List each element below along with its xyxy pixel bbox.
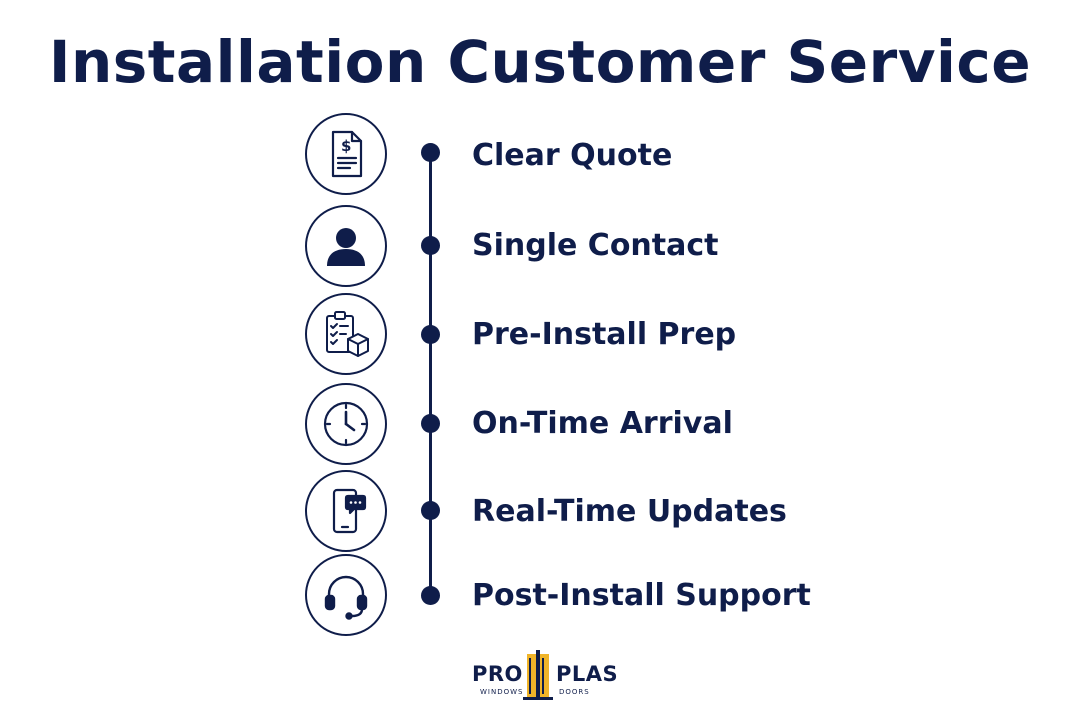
step-label-on-time-arrival: On-Time Arrival (472, 406, 733, 441)
clock-icon (305, 383, 387, 465)
timeline-dot-post-install-support (421, 586, 440, 605)
logo-sub-windows: WINDOWS (480, 688, 524, 696)
timeline-dot-single-contact (421, 236, 440, 255)
step-label-real-time-updates: Real-Time Updates (472, 494, 787, 529)
phone-message-icon (305, 470, 387, 552)
step-label-clear-quote: Clear Quote (472, 138, 673, 173)
timeline-dot-pre-install-prep (421, 325, 440, 344)
svg-text:$: $ (341, 137, 351, 155)
pro-plas-logo: PRO PLAS WINDOWS DOORS (470, 648, 618, 704)
clipboard-checklist-icon (305, 293, 387, 375)
step-label-single-contact: Single Contact (472, 228, 719, 263)
logo-building-icon (523, 650, 553, 700)
timeline-dot-clear-quote (421, 143, 440, 162)
logo-word-pro: PRO (472, 662, 523, 686)
timeline-dot-on-time-arrival (421, 414, 440, 433)
headset-icon (305, 554, 387, 636)
step-label-pre-install-prep: Pre-Install Prep (472, 317, 737, 352)
timeline-dot-real-time-updates (421, 501, 440, 520)
timeline-line (429, 153, 432, 595)
person-icon (305, 205, 387, 287)
page-title: Installation Customer Service (48, 28, 1032, 96)
quote-document-icon: $ (305, 113, 387, 195)
step-label-post-install-support: Post-Install Support (472, 578, 811, 613)
logo-word-plas: PLAS (556, 662, 619, 686)
logo-sub-doors: DOORS (559, 688, 590, 696)
